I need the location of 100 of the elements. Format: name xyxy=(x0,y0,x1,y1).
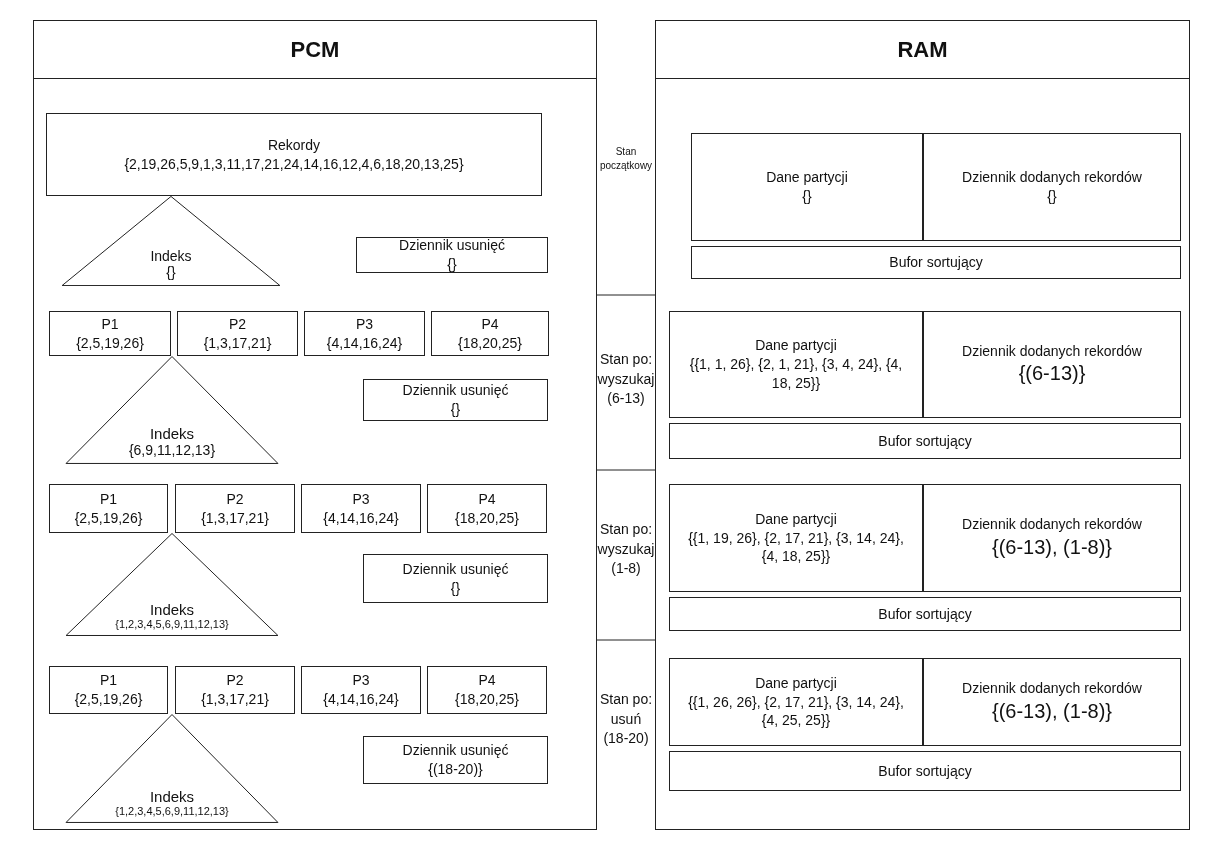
box-title: Dziennik dodanych rekordów xyxy=(962,168,1142,187)
data-box xyxy=(691,133,923,241)
box-title: P2 xyxy=(228,314,247,334)
box-title: Dziennik usunięć xyxy=(402,381,509,400)
box-title: Indeks xyxy=(149,425,195,442)
box-value: {1,3,17,21} xyxy=(203,333,272,353)
box-title: Dane partycji xyxy=(755,336,837,356)
data-box xyxy=(669,597,1181,631)
box-value: {1,3,17,21} xyxy=(201,690,269,709)
box-value: {2,5,19,26} xyxy=(74,508,143,528)
box-title: Bufor sortujący xyxy=(878,431,972,451)
data-box xyxy=(431,311,549,356)
box-value: {(6-13), (1-8)} xyxy=(991,534,1113,560)
box-value: {} xyxy=(1047,187,1057,206)
state-label: Stan po: usuń (18-20) xyxy=(598,690,654,749)
box-value: {2,5,19,26} xyxy=(76,333,144,353)
box-value: {} xyxy=(802,187,812,206)
box-value: {(6-13), (1-8)} xyxy=(991,698,1113,724)
data-box xyxy=(301,666,421,714)
box-value: {4,14,16,24} xyxy=(323,508,399,528)
data-box xyxy=(356,237,548,273)
box-value: {{1, 19, 26}, {2, 17, 21}, {3, 14, 24}, {4, 18, 25}} xyxy=(687,528,905,567)
data-box xyxy=(49,666,168,714)
data-box xyxy=(177,311,298,356)
state-label: Stan początkowy xyxy=(598,145,654,173)
box-title: Indeks xyxy=(149,601,195,618)
box-title: P1 xyxy=(99,671,118,690)
box-title: P4 xyxy=(478,671,496,690)
data-box xyxy=(175,484,295,533)
box-title: P3 xyxy=(355,314,374,334)
box-value: {} xyxy=(447,255,457,274)
data-box xyxy=(301,484,421,533)
box-value: {} xyxy=(450,400,461,419)
box-value: {(18-20)} xyxy=(428,760,483,779)
box-title: Dane partycji xyxy=(755,673,837,693)
data-box xyxy=(923,658,1181,746)
box-title: P1 xyxy=(101,314,119,334)
box-title: P4 xyxy=(481,314,499,334)
box-value: {{1, 1, 26}, {2, 1, 21}, {3, 4, 24}, {4, 18, 25}} xyxy=(688,355,904,393)
box-title: P2 xyxy=(226,671,244,690)
box-title: Dziennik dodanych rekordów xyxy=(962,679,1142,698)
box-value: {18,20,25} xyxy=(455,508,519,528)
index-triangle xyxy=(65,356,279,464)
data-box xyxy=(923,133,1181,241)
box-value: {6,9,11,12,13} xyxy=(128,442,216,458)
state-label: Stan po: wyszukaj (1-8) xyxy=(597,520,655,579)
box-title: P3 xyxy=(352,489,370,509)
box-value: {(6-13)} xyxy=(1018,361,1086,387)
data-box xyxy=(923,311,1181,418)
index-triangle xyxy=(61,196,281,286)
box-value: {1,2,3,4,5,6,9,11,12,13} xyxy=(115,805,229,817)
box-title: Dziennik usunięć xyxy=(402,741,509,760)
box-title: Dziennik dodanych rekordów xyxy=(962,515,1142,534)
data-box xyxy=(304,311,425,356)
box-title: Bufor sortujący xyxy=(878,761,972,781)
memory-panel xyxy=(655,20,1190,830)
data-box xyxy=(427,484,547,533)
box-title: Dane partycji xyxy=(766,168,848,187)
box-title: Indeks xyxy=(149,788,195,805)
box-value: {2,5,19,26} xyxy=(74,690,143,709)
panel-heading: PCM xyxy=(34,21,596,79)
state-label: Stan po: wyszukaj (6-13) xyxy=(597,350,655,409)
data-box xyxy=(669,658,923,746)
box-value: {{1, 26, 26}, {2, 17, 21}, {3, 14, 24}, {4, 25, 25}} xyxy=(687,692,905,731)
data-box xyxy=(691,246,1181,279)
data-box xyxy=(49,311,171,356)
box-title: Rekordy xyxy=(267,135,321,155)
box-title: Bufor sortujący xyxy=(878,604,972,624)
box-title: Bufor sortujący xyxy=(889,253,983,272)
data-box xyxy=(669,311,923,418)
box-title: Dziennik usunięć xyxy=(402,559,509,579)
data-box xyxy=(669,484,923,592)
box-title: Indeks xyxy=(150,248,192,264)
data-box xyxy=(363,379,548,421)
data-box xyxy=(669,751,1181,791)
box-value: {2,19,26,5,9,1,3,11,17,21,24,14,16,12,4,6,18,20,13,25} xyxy=(123,154,465,174)
box-title: P1 xyxy=(99,489,118,509)
box-value: {1,3,17,21} xyxy=(201,508,269,528)
box-value: {} xyxy=(166,264,176,280)
data-box xyxy=(363,736,548,784)
data-box xyxy=(923,484,1181,592)
box-title: P2 xyxy=(226,489,244,509)
box-value: {4,14,16,24} xyxy=(323,690,399,709)
index-triangle xyxy=(65,714,279,823)
box-value: {18,20,25} xyxy=(458,333,522,353)
data-box xyxy=(427,666,547,714)
data-box xyxy=(175,666,295,714)
data-box xyxy=(363,554,548,603)
box-title: P4 xyxy=(478,489,496,509)
panel-heading: RAM xyxy=(656,21,1189,79)
box-title: Dane partycji xyxy=(755,509,837,529)
data-box xyxy=(49,484,168,533)
box-value: {4,14,16,24} xyxy=(326,333,403,353)
box-value: {} xyxy=(450,578,461,598)
box-value: {18,20,25} xyxy=(455,690,519,709)
memory-panel xyxy=(33,20,597,830)
box-title: Dziennik usunięć xyxy=(399,236,505,255)
box-title: Dziennik dodanych rekordów xyxy=(962,341,1142,361)
index-triangle xyxy=(65,533,279,636)
box-title: P3 xyxy=(352,671,370,690)
